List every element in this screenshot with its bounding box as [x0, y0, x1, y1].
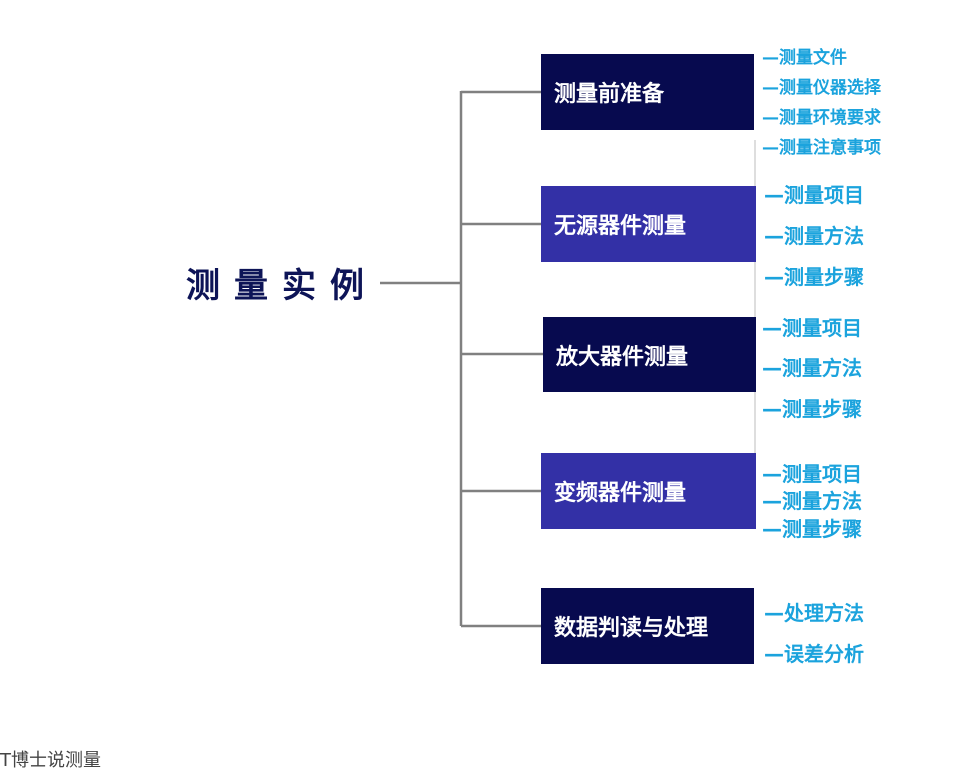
sub-item: —测量步骤	[762, 517, 862, 541]
sub-item: —测量方法	[762, 356, 862, 380]
sub-item: —测量文件	[762, 48, 847, 68]
node-passive-device: 无源器件测量	[541, 186, 756, 262]
node-label: 测量前准备	[554, 82, 665, 107]
sub-item: —测量方法	[764, 224, 864, 248]
sub-item: —测量项目	[764, 183, 864, 207]
node-label: 放大器件测量	[556, 344, 689, 370]
sub-item: —测量方法	[762, 489, 862, 513]
node-amplifier-device: 放大器件测量	[543, 317, 756, 392]
sub-item: —测量项目	[762, 316, 862, 340]
sub-item: —测量仪器选择	[762, 78, 881, 98]
node-measurement-prep: 测量前准备	[541, 54, 754, 130]
sub-item: —测量步骤	[764, 265, 864, 289]
node-label: 无源器件测量	[554, 214, 687, 239]
root-title: 测量实例	[186, 266, 378, 306]
sub-item: —误差分析	[764, 642, 864, 666]
sub-item: —测量步骤	[762, 397, 862, 421]
node-label: 数据判读与处理	[554, 616, 709, 641]
sub-item: —测量环境要求	[762, 108, 881, 128]
watermark: T博士说测量	[0, 750, 101, 771]
node-label: 变频器件测量	[554, 481, 687, 506]
node-data-processing: 数据判读与处理	[541, 588, 754, 664]
node-frequency-converter: 变频器件测量	[541, 453, 756, 529]
sub-item: —处理方法	[764, 601, 864, 625]
sub-item: —测量注意事项	[762, 138, 881, 158]
sub-item: —测量项目	[762, 462, 862, 486]
